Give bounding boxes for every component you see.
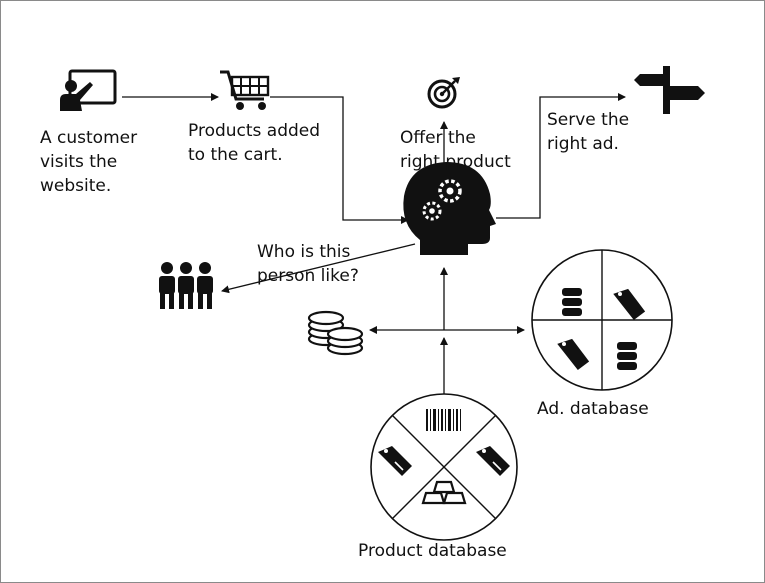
arrow-brain-to-people [221,243,416,294]
signpost-icon [634,66,705,114]
label-serve-ad: Serve the right ad. [547,110,630,154]
price-tag-icon [476,446,510,476]
label-customer-visits: A customer visits the website. [40,128,138,196]
head-gears-icon [403,162,496,255]
product-database-circle [370,393,518,541]
barcode-icon [426,409,461,431]
label-products-added: Products added to the cart. [188,121,321,165]
coin-stacks-icon [307,310,364,356]
gold-bars-icon [421,480,467,505]
presenter-board-icon [60,69,117,111]
database-icon [562,288,582,316]
label-who-is-this: Who is this person like? [257,242,359,286]
price-tag-icon [378,446,412,476]
arrow-cart-to-brain [270,96,409,224]
people-group-icon [159,262,213,309]
price-tag-icon [613,288,646,320]
ad-database-circle [531,249,673,391]
label-ad-database: Ad. database [537,399,649,419]
shopping-cart-icon [220,70,270,110]
label-offer-product: Offer the right product [400,128,511,172]
arrow-brain-to-signpost [496,93,626,219]
target-icon [427,77,460,109]
label-product-database: Product database [358,541,507,561]
database-icon [617,342,637,370]
price-tag-icon [557,338,590,370]
